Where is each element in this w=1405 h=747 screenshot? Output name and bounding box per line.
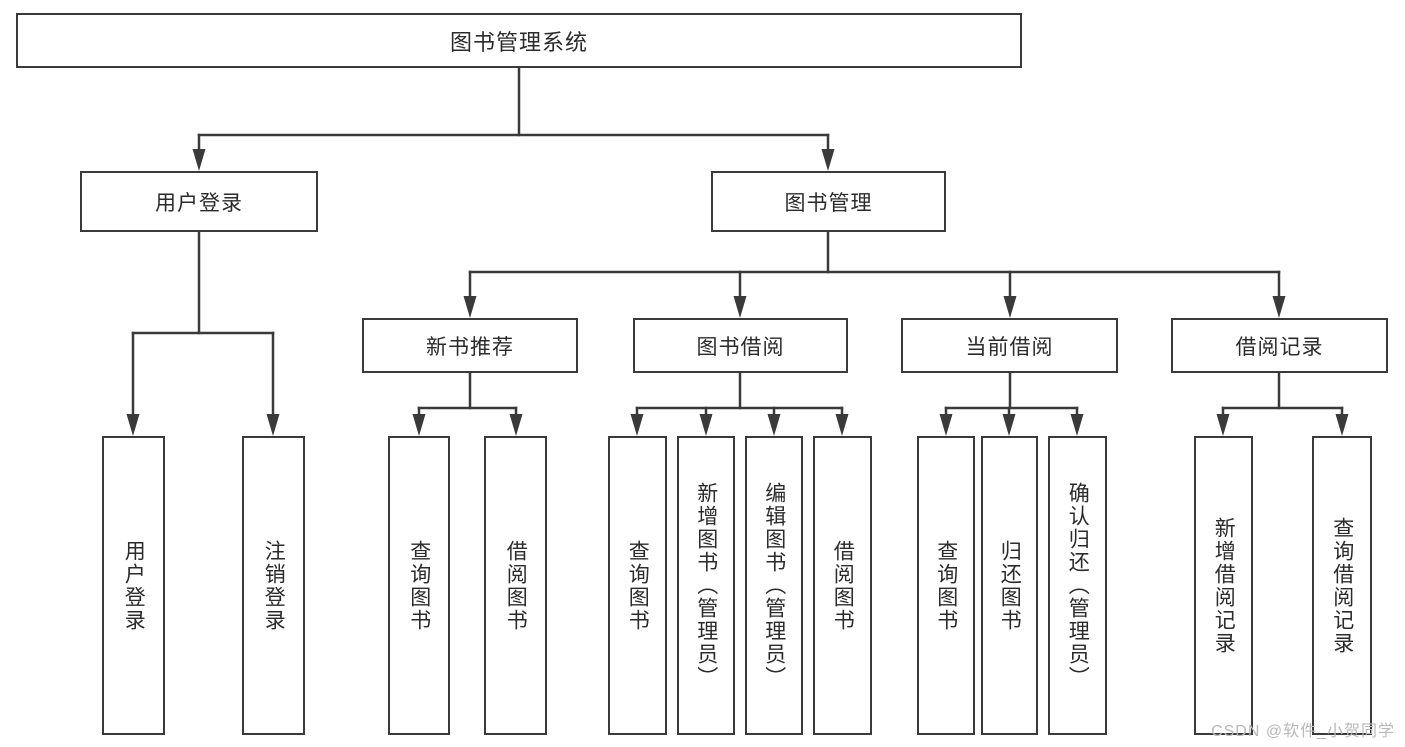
node-leaf-rec-query: 查询图书 bbox=[388, 436, 450, 735]
node-leaf-cb-query: 查询图书 bbox=[917, 436, 975, 735]
connector-user-login-to-leaves-arrowhead-0 bbox=[126, 414, 140, 436]
node-label: 用户登录 bbox=[122, 539, 146, 632]
node-label: 查询借阅记录 bbox=[1330, 516, 1354, 655]
node-label: 查询图书 bbox=[626, 539, 650, 632]
node-book-admin: 图书管理 bbox=[711, 171, 946, 232]
connector-book-admin-to-tier2-arrowhead-0 bbox=[463, 296, 477, 318]
node-label: 图书管理 bbox=[784, 191, 873, 215]
connector-book-borrow-to-leaves-arrowhead-2 bbox=[767, 414, 781, 436]
node-leaf-bb-query: 查询图书 bbox=[608, 436, 667, 735]
node-label: 图书借阅 bbox=[696, 335, 785, 359]
connector-book-admin-to-tier2-arrowhead-2 bbox=[1003, 296, 1017, 318]
node-leaf-bb-add: 新增图书（管理员） bbox=[677, 436, 735, 735]
node-leaf-cb-return: 归还图书 bbox=[981, 436, 1038, 735]
connector-root-to-tier1-arrowhead-1 bbox=[821, 149, 835, 171]
node-user-login: 用户登录 bbox=[80, 171, 318, 232]
node-label: 图书管理系统 bbox=[449, 29, 588, 55]
connector-current-borrow-to-leaves-arrowhead-2 bbox=[1070, 414, 1084, 436]
node-label: 借阅图书 bbox=[831, 539, 855, 632]
connector-book-borrow-to-leaves-arrowhead-0 bbox=[630, 414, 644, 436]
connector-borrow-record-to-leaves-arrowhead-0 bbox=[1216, 414, 1230, 436]
node-leaf-bb-borrow: 借阅图书 bbox=[813, 436, 872, 735]
connector-book-borrow-to-leaves-arrowhead-1 bbox=[699, 414, 713, 436]
connector-borrow-record-to-leaves-arrowhead-1 bbox=[1335, 414, 1349, 436]
node-label: 用户登录 bbox=[155, 191, 243, 215]
connector-book-admin-to-tier2-arrowhead-3 bbox=[1272, 296, 1286, 318]
connector-current-borrow-to-leaves-arrowhead-0 bbox=[939, 414, 953, 436]
connector-book-borrow-to-leaves-arrowhead-3 bbox=[835, 414, 849, 436]
node-borrow-record: 借阅记录 bbox=[1171, 318, 1388, 373]
node-leaf-rec-borrow: 借阅图书 bbox=[484, 436, 547, 735]
node-label: 注销登录 bbox=[262, 539, 286, 632]
connector-new-book-rec-to-leaves-arrowhead-0 bbox=[412, 414, 426, 436]
node-label: 借阅记录 bbox=[1235, 335, 1324, 359]
connector-book-admin-to-tier2-arrowhead-1 bbox=[733, 296, 747, 318]
node-label: 查询图书 bbox=[407, 539, 431, 632]
node-label: 确认归还（管理员） bbox=[1066, 482, 1090, 689]
node-label: 借阅图书 bbox=[504, 539, 528, 632]
node-label: 归还图书 bbox=[998, 539, 1022, 632]
connector-current-borrow-to-leaves-arrowhead-1 bbox=[1002, 414, 1016, 436]
node-label: 查询图书 bbox=[934, 539, 958, 632]
node-leaf-br-add: 新增借阅记录 bbox=[1194, 436, 1253, 735]
node-leaf-bb-edit: 编辑图书（管理员） bbox=[745, 436, 803, 735]
node-root: 图书管理系统 bbox=[16, 13, 1022, 68]
node-leaf-user-logout: 注销登录 bbox=[242, 436, 305, 735]
node-current-borrow: 当前借阅 bbox=[901, 318, 1118, 373]
node-label: 新书推荐 bbox=[426, 335, 514, 359]
node-new-book-rec: 新书推荐 bbox=[362, 318, 578, 373]
node-label: 新增图书（管理员） bbox=[694, 482, 718, 689]
node-book-borrow: 图书借阅 bbox=[633, 318, 848, 373]
node-label: 编辑图书（管理员） bbox=[762, 482, 786, 689]
connector-root-to-tier1-arrowhead-0 bbox=[192, 149, 206, 171]
node-leaf-cb-confirm: 确认归还（管理员） bbox=[1048, 436, 1107, 735]
node-leaf-user-login: 用户登录 bbox=[102, 436, 165, 735]
connector-new-book-rec-to-leaves-arrowhead-1 bbox=[509, 414, 523, 436]
node-leaf-br-query: 查询借阅记录 bbox=[1312, 436, 1372, 735]
node-label: 新增借阅记录 bbox=[1212, 516, 1236, 655]
connector-user-login-to-leaves-arrowhead-1 bbox=[266, 414, 280, 436]
node-label: 当前借阅 bbox=[965, 335, 1054, 359]
